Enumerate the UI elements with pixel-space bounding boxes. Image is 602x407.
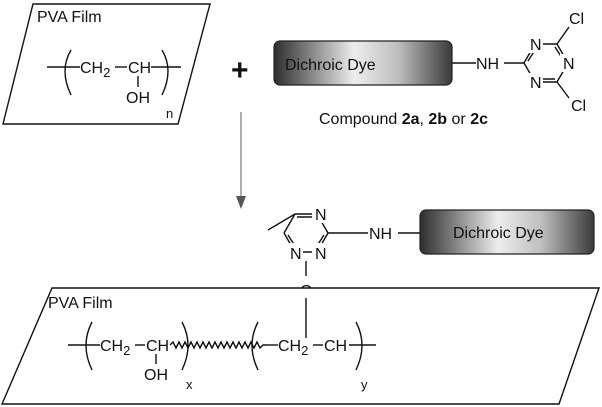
svg-text:CH2: CH2: [278, 338, 308, 358]
svg-text:N: N: [315, 207, 327, 224]
svg-text:CH: CH: [146, 338, 169, 355]
svg-text:N: N: [315, 246, 327, 263]
top-right-bracket: [161, 49, 169, 96]
bottom-dye-block: [419, 209, 595, 255]
svg-text:N: N: [530, 37, 542, 54]
bottom-film-label: PVA Film: [48, 295, 113, 312]
bottom-triazine-ring: N N N: [283, 205, 329, 263]
svg-text:CH2: CH2: [80, 60, 110, 80]
svg-text:CH2: CH2: [100, 338, 130, 358]
top-dye-label: Dichroic Dye: [285, 57, 376, 74]
top-film-label: PVA Film: [37, 9, 102, 26]
bottom-oh-group: OH: [144, 367, 168, 384]
top-oh-group: OH: [126, 90, 150, 107]
bottom-dye-label: Dichroic Dye: [453, 225, 544, 242]
compound-caption: Compound 2a, 2b or 2c: [319, 111, 488, 128]
svg-text:N: N: [290, 246, 302, 263]
reaction-arrow: [236, 112, 246, 209]
wavy-linkage: [169, 340, 266, 350]
top-nh: NH: [476, 56, 499, 73]
bottom-nh: NH: [369, 226, 392, 243]
bottom-film-sheet: [0, 287, 600, 405]
top-dye-compound: Dichroic Dye NH N N N Cl Cl Compound 2a,…: [273, 11, 586, 128]
top-cl-upper: Cl: [569, 11, 584, 28]
top-pva-film: PVA Film CH2 CH OH n: [2, 3, 211, 125]
bottom-repeat-unit-y: CH2 CH y: [251, 321, 376, 392]
subscript-y: y: [361, 377, 368, 392]
svg-text:CH: CH: [324, 338, 347, 355]
svg-text:CH: CH: [128, 60, 151, 77]
top-cl-lower: Cl: [571, 98, 586, 115]
bottom-grafted-dye: N N N NH Dichroic Dye O: [267, 205, 595, 300]
top-subscript-n: n: [166, 106, 173, 121]
bottom-pva-film: PVA Film CH2 CH OH x CH2 CH y: [0, 287, 600, 405]
svg-text:N: N: [530, 75, 542, 92]
top-triazine-ring: N N N: [523, 35, 576, 92]
methyl-group: [267, 213, 296, 231]
plus-sign: +: [231, 54, 249, 87]
top-film-sheet: [2, 3, 211, 125]
subscript-x: x: [186, 377, 193, 392]
bottom-repeat-unit-x: CH2 CH OH x: [68, 321, 193, 392]
top-pva-repeat-unit: CH2 CH OH n: [47, 49, 181, 121]
top-left-bracket: [64, 49, 72, 96]
svg-text:N: N: [563, 56, 575, 73]
